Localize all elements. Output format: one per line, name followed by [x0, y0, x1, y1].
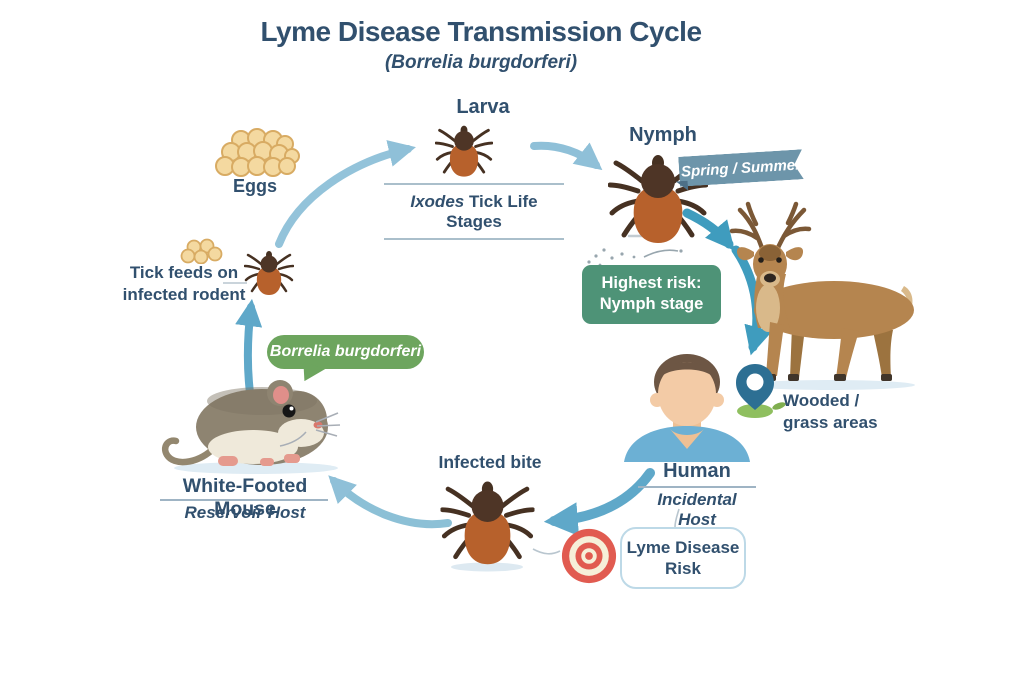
eggs-cluster-icon — [215, 128, 300, 177]
connector-tick-to-bullseye — [532, 548, 561, 555]
rodent-tick-icon — [243, 247, 295, 297]
deer-icon — [729, 201, 915, 390]
mouse-label: White-Footed Mouse — [182, 475, 308, 520]
arrow-infected-bite-to-mouse — [328, 475, 452, 529]
white-footed-mouse-icon — [161, 380, 341, 474]
tick-feeds-label: Tick feeds on infected rodent — [122, 262, 246, 307]
highest-risk-line2: Nymph stage — [599, 295, 704, 314]
mouse-underline — [160, 499, 328, 501]
habitat-label: Wooded / grass areas — [783, 390, 883, 435]
page-title: Lyme Disease Transmission Cycle — [260, 16, 702, 47]
arrow-larva-to-nymph — [530, 141, 603, 171]
larva-tick-icon — [433, 121, 495, 179]
human-label: Human — [663, 460, 731, 482]
life-stages-caption: Ixodes Tick Life Stages — [384, 183, 564, 240]
life-stages-caption-rest: Tick Life Stages — [446, 192, 538, 231]
nymph-label: Nymph — [629, 124, 697, 146]
adult-tick-shadow — [451, 562, 523, 572]
eggs-label: Eggs — [232, 176, 277, 196]
lyme-risk-callout: Lyme Disease Risk — [620, 527, 746, 589]
small-eggs-icon — [180, 238, 223, 264]
connector-callout-to-human — [674, 508, 680, 528]
location-pin-icon — [736, 364, 786, 418]
season-banner-label: Spring / Summer — [680, 155, 802, 181]
bullseye-target-icon — [561, 528, 617, 584]
human-underline — [638, 486, 756, 488]
infected-bite-label: Infected bite — [438, 452, 542, 472]
mouse-role-label: Reservoir Host — [184, 503, 306, 522]
arrow-nymph-to-deer — [682, 208, 735, 251]
human-role-label: Incidental Host — [657, 490, 737, 529]
tick-feeds-line1: Tick feeds on — [129, 263, 239, 282]
larva-label: Larva — [456, 96, 510, 118]
human-figure-icon — [624, 354, 750, 462]
pathogen-bubble-label: Borrelia burgdorferi — [269, 343, 422, 360]
speckle-dash — [643, 249, 679, 258]
arrow-human-to-infected-bite — [543, 468, 655, 537]
page-subtitle: (Borrelia burgdorferi) — [384, 52, 578, 73]
tick-feeds-line2: infected rodent — [122, 285, 246, 305]
highest-risk-line1: Highest risk: — [601, 274, 702, 292]
speckle-dots — [587, 248, 683, 267]
pathogen-bubble: Borrelia burgdorferi — [267, 335, 424, 369]
habitat-line1: Wooded / — [783, 391, 860, 410]
arrow-eggs-to-larva — [275, 140, 416, 248]
habitat-line2: grass areas — [783, 413, 878, 433]
life-stages-caption-italic: Ixodes — [410, 192, 465, 211]
highest-risk-box: Highest risk: Nymph stage — [582, 265, 721, 324]
lyme-risk-line2: Risk — [665, 559, 701, 578]
adult-tick-icon — [435, 474, 540, 568]
lyme-risk-line1: Lyme Disease — [626, 537, 740, 557]
